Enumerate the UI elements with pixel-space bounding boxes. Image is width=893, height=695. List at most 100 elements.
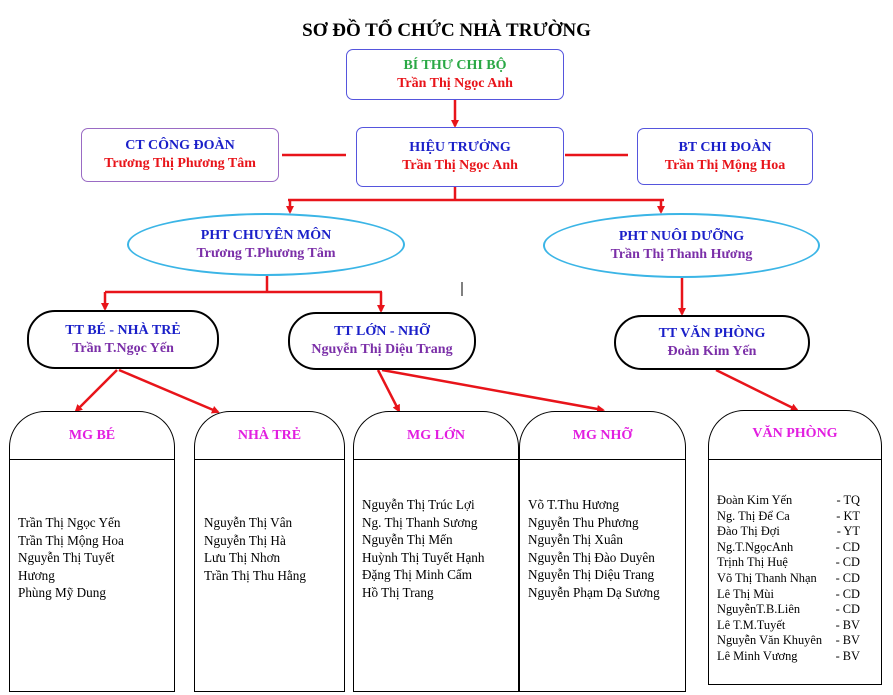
group-mg-nho-header: MG NHỠ [519,411,686,459]
member: Nguyễn Thị Vân [204,515,293,530]
staff-code: - CD [835,602,860,617]
member: Trần Thị Thu Hằng [204,567,306,583]
member: Nguyễn Thị Trúc Lợi [362,497,475,512]
staff-code: - BV [835,648,860,663]
group-van-phong-title: VĂN PHÒNG [752,426,838,441]
staff-code: - BV [835,633,860,648]
group-mg-be-members: Trần Thị Ngọc Yến Trần Thị Mộng Hoa Nguy… [18,514,124,602]
member: Nguyễn Thị Mến [362,532,453,548]
staff-name: Ng.T.NgọcAnh [717,539,794,554]
staff-row: Ng.T.NgọcAnh - CD [717,540,860,556]
team-infant-name: Trần T.Ngọc Yến [72,340,174,356]
member: Nguyễn Thị Diệu Trang [528,567,655,583]
staff-code: - TQ [836,493,860,507]
group-mg-lon-members: Nguyễn Thị Trúc Lợi Ng. Thị Thanh Sương … [362,496,485,602]
member: Ng. Thị Thanh Sương [362,514,478,530]
group-mg-nho-members: Võ T.Thu Hương Nguyễn Thu Phương Nguyễn … [528,496,660,602]
group-mg-nho-title: MG NHỠ [572,428,633,443]
group-van-phong-header: VĂN PHÒNG [708,410,882,459]
group-mg-lon-header: MG LỚN [353,411,519,459]
group-mg-lon-title: MG LỚN [407,428,465,443]
party-secretary-box: BÍ THƯ CHI BỘ Trần Thị Ngọc Anh [346,49,564,100]
party-secretary-name: Trần Thị Ngọc Anh [397,75,513,91]
member: Lưu Thị Nhơn [204,550,281,566]
staff-row: Đào Thị Đợi - YT [717,524,860,540]
staff-row: Lê Minh Vương - BV [717,649,860,665]
team-office-name: Đoàn Kim Yến [667,343,757,359]
group-mg-nho-body: Võ T.Thu Hương Nguyễn Thu Phương Nguyễn … [519,459,686,692]
group-mg-be-body: Trần Thị Ngọc Yến Trần Thị Mộng Hoa Nguy… [9,459,175,692]
group-nha-tre-members: Nguyễn Thị Vân Nguyễn Thị Hà Lưu Thị Nhơ… [204,514,306,584]
staff-row: Ng. Thị Để Ca- KT [717,509,860,525]
staff-name: Lê Minh Vương [717,648,798,663]
staff-code: - CD [835,570,860,585]
vp-nutrition-name: Trần Thị Thanh Hương [610,246,753,262]
staff-row: Nguyễn Văn Khuyên- BV [717,633,860,649]
staff-code: - YT [836,524,860,539]
union-chair-role: CT CÔNG ĐOÀN [125,138,235,153]
team-office-pill: TT VĂN PHÒNG Đoàn Kim Yến [614,315,810,370]
staff-name: NguyễnT.B.Liên [717,602,801,617]
arrow-to-mg-be [74,369,118,413]
union-chair-name: Trương Thị Phương Tâm [104,156,256,171]
youth-secretary-role: BT CHI ĐOÀN [678,139,772,155]
member: Nguyễn Thị Đào Duyên [528,549,655,565]
member: Nguyễn Thị Tuyết [18,550,115,566]
staff-row: Võ Thị Thanh Nhạn - CD [717,571,860,587]
staff-name: Lê Thị Mùi [717,586,774,601]
arrow-to-van-phong [715,368,799,412]
team-office-role: TT VĂN PHÒNG [658,325,766,341]
staff-code: - CD [835,586,860,601]
staff-name: Võ Thị Thanh Nhạn [717,570,817,585]
member: Hương [18,567,55,583]
vp-academic-role: PHT CHUYÊN MÔN [200,227,332,243]
staff-code: - KT [836,508,860,523]
member: Nguyễn Thu Phương [528,514,639,530]
principal-name: Trần Thị Ngọc Anh [402,158,518,173]
staff-row: Lê T.M.Tuyết - BV [717,618,860,634]
group-nha-tre-title: NHÀ TRẺ [237,428,302,443]
staff-name: Đoàn Kim Yến [717,493,793,507]
member: Trần Thị Mộng Hoa [18,532,124,548]
group-nha-tre-header: NHÀ TRẺ [194,411,345,459]
staff-code: - BV [835,617,860,632]
youth-secretary-name: Trần Thị Mộng Hoa [664,157,786,173]
team-infant-role: TT BÉ - NHÀ TRẺ [65,322,181,338]
member: Huỳnh Thị Tuyết Hạnh [362,549,485,565]
arrow-to-nha-tre [118,368,220,414]
member: Phùng Mỹ Dung [18,585,106,601]
staff-row: NguyễnT.B.Liên - CD [717,602,860,618]
party-secretary-role: BÍ THƯ CHI BỘ [403,57,507,73]
staff-name: Đào Thị Đợi [717,524,780,539]
staff-name: Lê T.M.Tuyết [717,617,786,632]
arrow-to-mg-lon [376,369,401,413]
union-chair-box: CT CÔNG ĐOÀN Trương Thị Phương Tâm [81,128,279,182]
staff-name: Trịnh Thị Huệ [717,555,788,570]
staff-code: - CD [835,555,860,570]
member: Hồ Thị Trang [362,584,434,600]
team-senior-name: Nguyễn Thị Diệu Trang [311,342,453,357]
principal-box: HIỆU TRƯỞNG Trần Thị Ngọc Anh [356,127,564,187]
member: Trần Thị Ngọc Yến [18,515,121,530]
chart-title: SƠ ĐỒ TỔ CHỨC NHÀ TRƯỜNG [302,20,591,41]
arrow-to-mg-nho [381,368,605,413]
vp-nutrition-ellipse: PHT NUÔI DƯỠNG Trần Thị Thanh Hương [543,213,820,278]
principal-role: HIỆU TRƯỞNG [409,140,511,155]
member: Đặng Thị Minh Cẩm [362,567,473,583]
staff-code: - CD [835,539,860,554]
team-infant-pill: TT BÉ - NHÀ TRẺ Trần T.Ngọc Yến [27,310,219,369]
staff-row: Đoàn Kim Yến - TQ [717,493,860,509]
group-nha-tre-body: Nguyễn Thị Vân Nguyễn Thị Hà Lưu Thị Nhơ… [194,459,345,692]
member: Nguyễn Thị Xuân [528,532,623,548]
member: Võ T.Thu Hương [528,497,619,512]
youth-secretary-box: BT CHI ĐOÀN Trần Thị Mộng Hoa [637,128,813,185]
group-mg-be-title: MG BÉ [68,428,116,443]
group-van-phong-body: Đoàn Kim Yến - TQ Ng. Thị Để Ca- KT Đào T… [708,459,882,685]
member: Nguyễn Thị Hà [204,532,286,548]
member: Nguyễn Phạm Dạ Sương [528,584,660,600]
vp-academic-ellipse: PHT CHUYÊN MÔN Trương T.Phương Tâm [127,213,405,276]
group-van-phong-members: Đoàn Kim Yến - TQ Ng. Thị Để Ca- KT Đào T… [717,493,860,665]
team-senior-pill: TT LỚN - NHỠ Nguyễn Thị Diệu Trang [288,312,476,370]
group-mg-lon-body: Nguyễn Thị Trúc Lợi Ng. Thị Thanh Sương … [353,459,519,692]
